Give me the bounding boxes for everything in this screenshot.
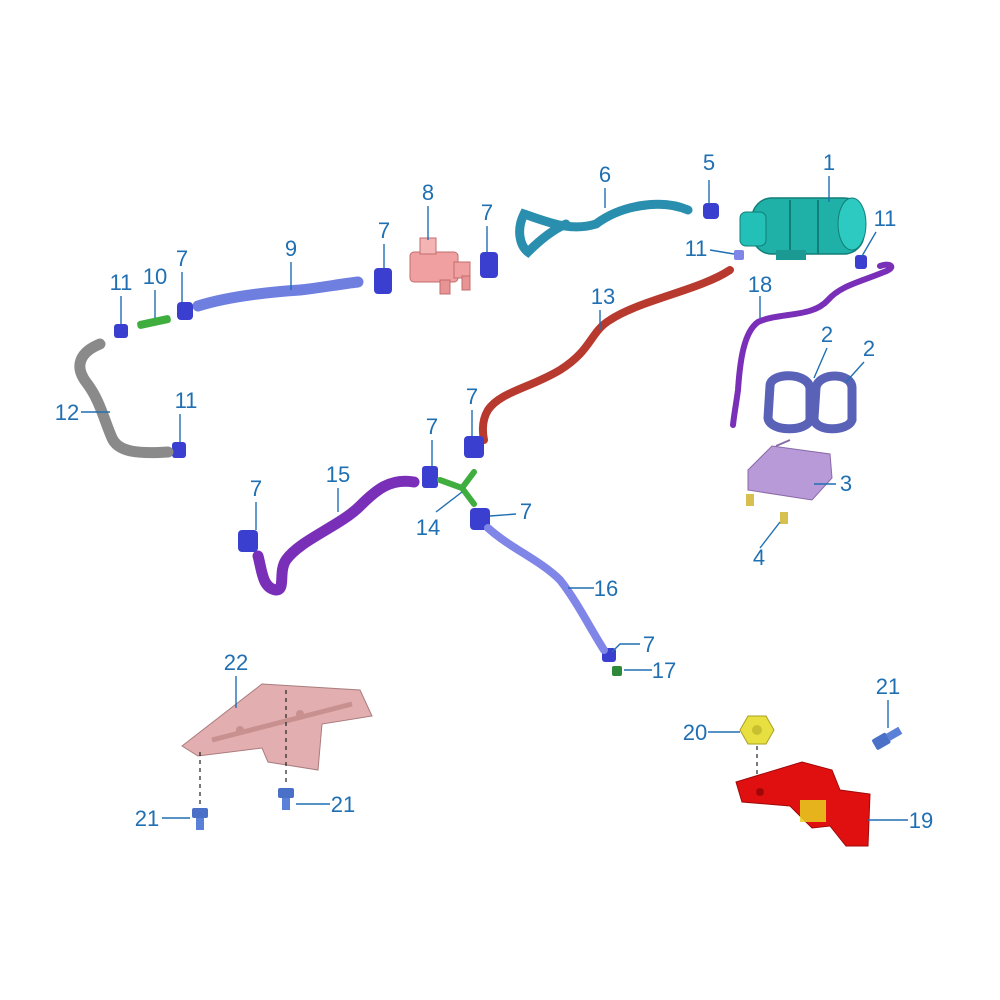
clamp-part-11 <box>734 250 744 260</box>
bolt-part-21 <box>872 726 903 750</box>
callout-21: 21 <box>135 806 159 831</box>
hose-part-6 <box>515 199 693 258</box>
callout-2: 2 <box>821 322 833 347</box>
callout-20: 20 <box>683 720 707 745</box>
hose-part-13 <box>478 266 734 444</box>
canister-part-1 <box>739 197 867 260</box>
callout-21: 21 <box>331 792 355 817</box>
clamp-part-7 <box>374 268 392 294</box>
callout-7: 7 <box>378 218 390 243</box>
hose-part-16 <box>484 524 608 654</box>
callout-4: 4 <box>753 545 765 570</box>
clamp-part-5 <box>703 203 719 219</box>
clamp-part-7 <box>480 252 498 278</box>
callout-7: 7 <box>466 384 478 409</box>
callout-19: 19 <box>909 808 933 833</box>
leader-lines <box>81 176 908 821</box>
nut-part-20 <box>739 715 775 745</box>
callout-11: 11 <box>175 388 198 413</box>
bolt-part-21 <box>192 808 208 830</box>
strap-part-2 <box>763 371 857 434</box>
callout-13: 13 <box>591 284 615 309</box>
callout-21: 21 <box>876 674 900 699</box>
callout-10: 10 <box>143 264 167 289</box>
clamp-part-7 <box>470 508 490 530</box>
callout-12: 12 <box>55 400 79 425</box>
callout-7: 7 <box>520 499 532 524</box>
callout-7: 7 <box>643 632 655 657</box>
hose-part-9 <box>192 276 364 312</box>
callout-16: 16 <box>594 576 618 601</box>
callout-7: 7 <box>426 414 438 439</box>
valve-part-8 <box>409 237 471 295</box>
callout-22: 22 <box>224 650 248 675</box>
callout-5: 5 <box>703 150 715 175</box>
clamp-part-7 <box>422 466 438 488</box>
callout-2: 2 <box>863 336 875 361</box>
callout-17: 17 <box>652 658 676 683</box>
screw-part-4 <box>746 494 788 524</box>
bracket-part-22 <box>181 683 373 771</box>
callout-8: 8 <box>422 180 434 205</box>
callout-7: 7 <box>250 476 262 501</box>
bracket-part-3 <box>747 439 833 501</box>
bracket-part-19 <box>735 761 871 847</box>
fitting-part-17 <box>612 666 622 676</box>
callout-6: 6 <box>599 162 611 187</box>
callout-15: 15 <box>326 462 350 487</box>
callout-11: 11 <box>685 236 708 261</box>
clamp-part-11 <box>114 324 128 338</box>
callout-18: 18 <box>748 272 772 297</box>
hose-part-12 <box>74 338 174 459</box>
bolt-part-21 <box>278 788 294 810</box>
clamp-part-11 <box>855 255 867 269</box>
callout-7: 7 <box>481 200 493 225</box>
callout-1: 1 <box>823 150 835 175</box>
clamp-part-7 <box>177 302 193 320</box>
clamp-part-11 <box>172 442 186 458</box>
clamp-part-7 <box>238 530 258 552</box>
callout-7: 7 <box>176 246 188 271</box>
callout-3: 3 <box>840 471 852 496</box>
callout-9: 9 <box>285 236 297 261</box>
hose-part-18 <box>730 261 895 428</box>
connector-part-10 <box>137 315 171 329</box>
callout-14: 14 <box>416 515 440 540</box>
connector-part-14 <box>437 469 477 507</box>
callout-11: 11 <box>110 270 133 295</box>
callout-11: 11 <box>874 206 897 231</box>
clamp-part-7 <box>464 436 484 458</box>
hose-part-15 <box>252 475 420 596</box>
